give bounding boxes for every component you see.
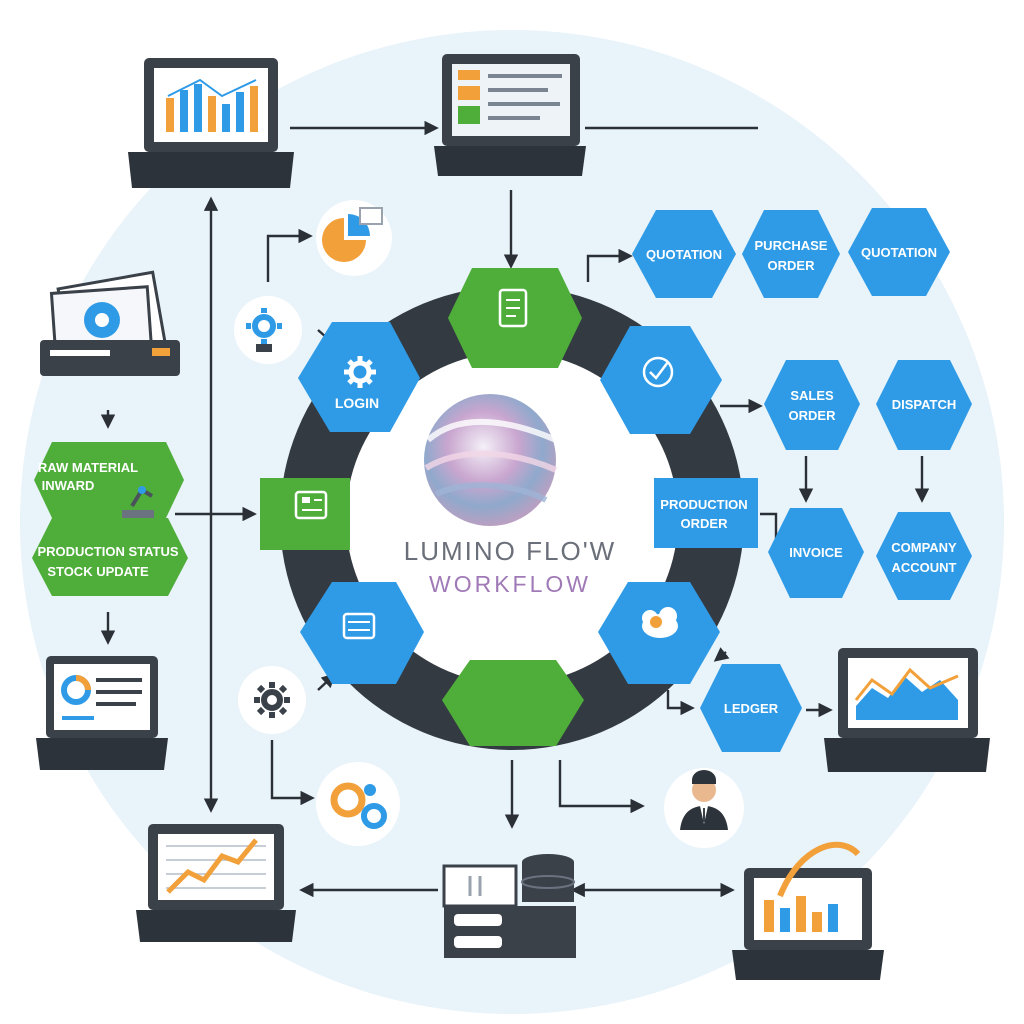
pie-chart-icon [316,200,392,276]
node-dispatch[interactable]: DISPATCH [876,360,972,450]
laptop-top-left [128,58,294,188]
brand-name: LUMINO FLO'W [404,536,616,566]
laptop-right-middle [824,648,990,772]
gear-icon [344,356,376,388]
purchase-order-label-2: ORDER [768,258,816,273]
ring-node-bottom[interactable] [442,660,584,746]
ring-node-production-order[interactable]: PRODUCTION ORDER [654,478,758,548]
node-quotation-1[interactable]: QUOTATION [632,210,736,298]
node-company-account[interactable]: COMPANY ACCOUNT [876,512,972,600]
printer-icon [342,612,376,640]
login-label: LOGIN [335,395,379,411]
ring-node-login[interactable]: LOGIN [298,322,420,432]
sales-order-label-1: SALES [790,388,834,403]
dispatch-label: DISPATCH [892,397,957,412]
node-production-status[interactable]: PRODUCTION STATUS STOCK UPDATE [32,518,188,596]
company-account-label-2: ACCOUNT [892,560,957,575]
cloud-icon [642,607,678,638]
node-ledger[interactable]: LEDGER [700,664,802,752]
brand-logo: LUMINO FLO'W WORKFLOW [404,394,616,597]
quotation-2-label: QUOTATION [861,245,937,260]
gear-settings-icon [234,296,302,364]
company-account-label-1: COMPANY [891,540,957,555]
quotation-1-label: QUOTATION [646,247,722,262]
production-status-label-2: STOCK UPDATE [47,564,149,579]
production-order-label-1: PRODUCTION [660,497,747,512]
calculator-icon [294,490,328,520]
cog-icon [238,666,306,734]
ring-node-top[interactable] [448,268,582,368]
ledger-label: LEDGER [724,701,779,716]
ring-node-left[interactable] [260,478,350,550]
node-invoice[interactable]: INVOICE [768,508,864,598]
connectors [100,120,930,898]
raw-material-label-1: RAW MATERIAL [38,460,138,475]
gears-icon [316,762,400,846]
node-quotation-2[interactable]: QUOTATION [848,208,950,296]
laptop-left-middle [36,656,168,770]
node-raw-material-inward[interactable]: RAW MATERIAL INWARD [34,442,184,526]
ring-node-upper-right[interactable] [600,326,722,434]
invoice-label: INVOICE [789,545,843,560]
node-sales-order[interactable]: SALES ORDER [764,360,860,450]
laptop-bottom-right [732,841,884,980]
laptop-bottom-left [136,824,296,942]
purchase-order-label-1: PURCHASE [755,238,828,253]
ring-node-lower-left[interactable] [300,582,424,684]
checkmark-icon [642,356,674,388]
sales-order-label-2: ORDER [789,408,837,423]
brand-subtitle: WORKFLOW [429,571,591,597]
node-purchase-order[interactable]: PURCHASE ORDER [742,210,840,298]
person-avatar-icon [664,768,744,848]
production-order-label-2: ORDER [681,516,729,531]
raw-material-label-2: INWARD [42,478,95,493]
production-status-label-1: PRODUCTION STATUS [37,544,178,559]
laptop-top-center [434,54,586,176]
printer-device-icon [40,270,180,376]
ring-node-lower-right[interactable] [598,582,720,684]
server-database-icon [442,854,576,958]
